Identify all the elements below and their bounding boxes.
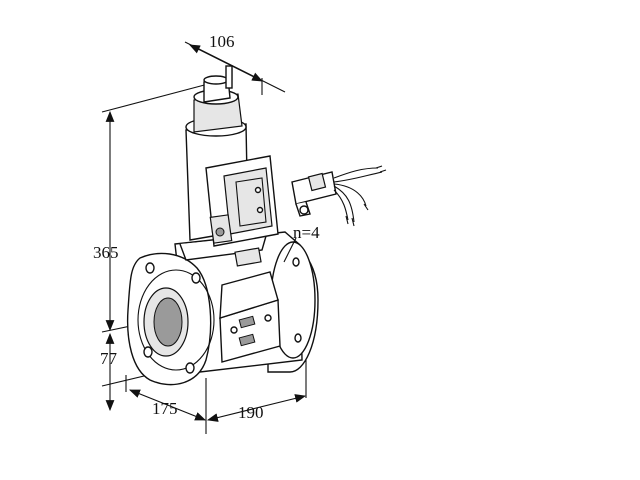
dimension-77-label: 77 bbox=[100, 349, 118, 368]
dimension-190: 190 bbox=[205, 360, 307, 434]
dimension-190-label: 190 bbox=[238, 403, 264, 422]
dimension-106: 106 bbox=[184, 32, 286, 95]
valve-body bbox=[126, 231, 319, 386]
solenoid-actuator bbox=[185, 65, 279, 247]
plug-connector: n=4 bbox=[283, 165, 387, 263]
dimension-175: 175 bbox=[125, 375, 207, 421]
dimension-175-label: 175 bbox=[152, 399, 178, 418]
bolt-count-label: n=4 bbox=[293, 223, 320, 242]
dimension-365: 365 bbox=[93, 82, 213, 333]
dimension-365-label: 365 bbox=[93, 243, 119, 262]
dimension-106-label: 106 bbox=[209, 32, 235, 51]
